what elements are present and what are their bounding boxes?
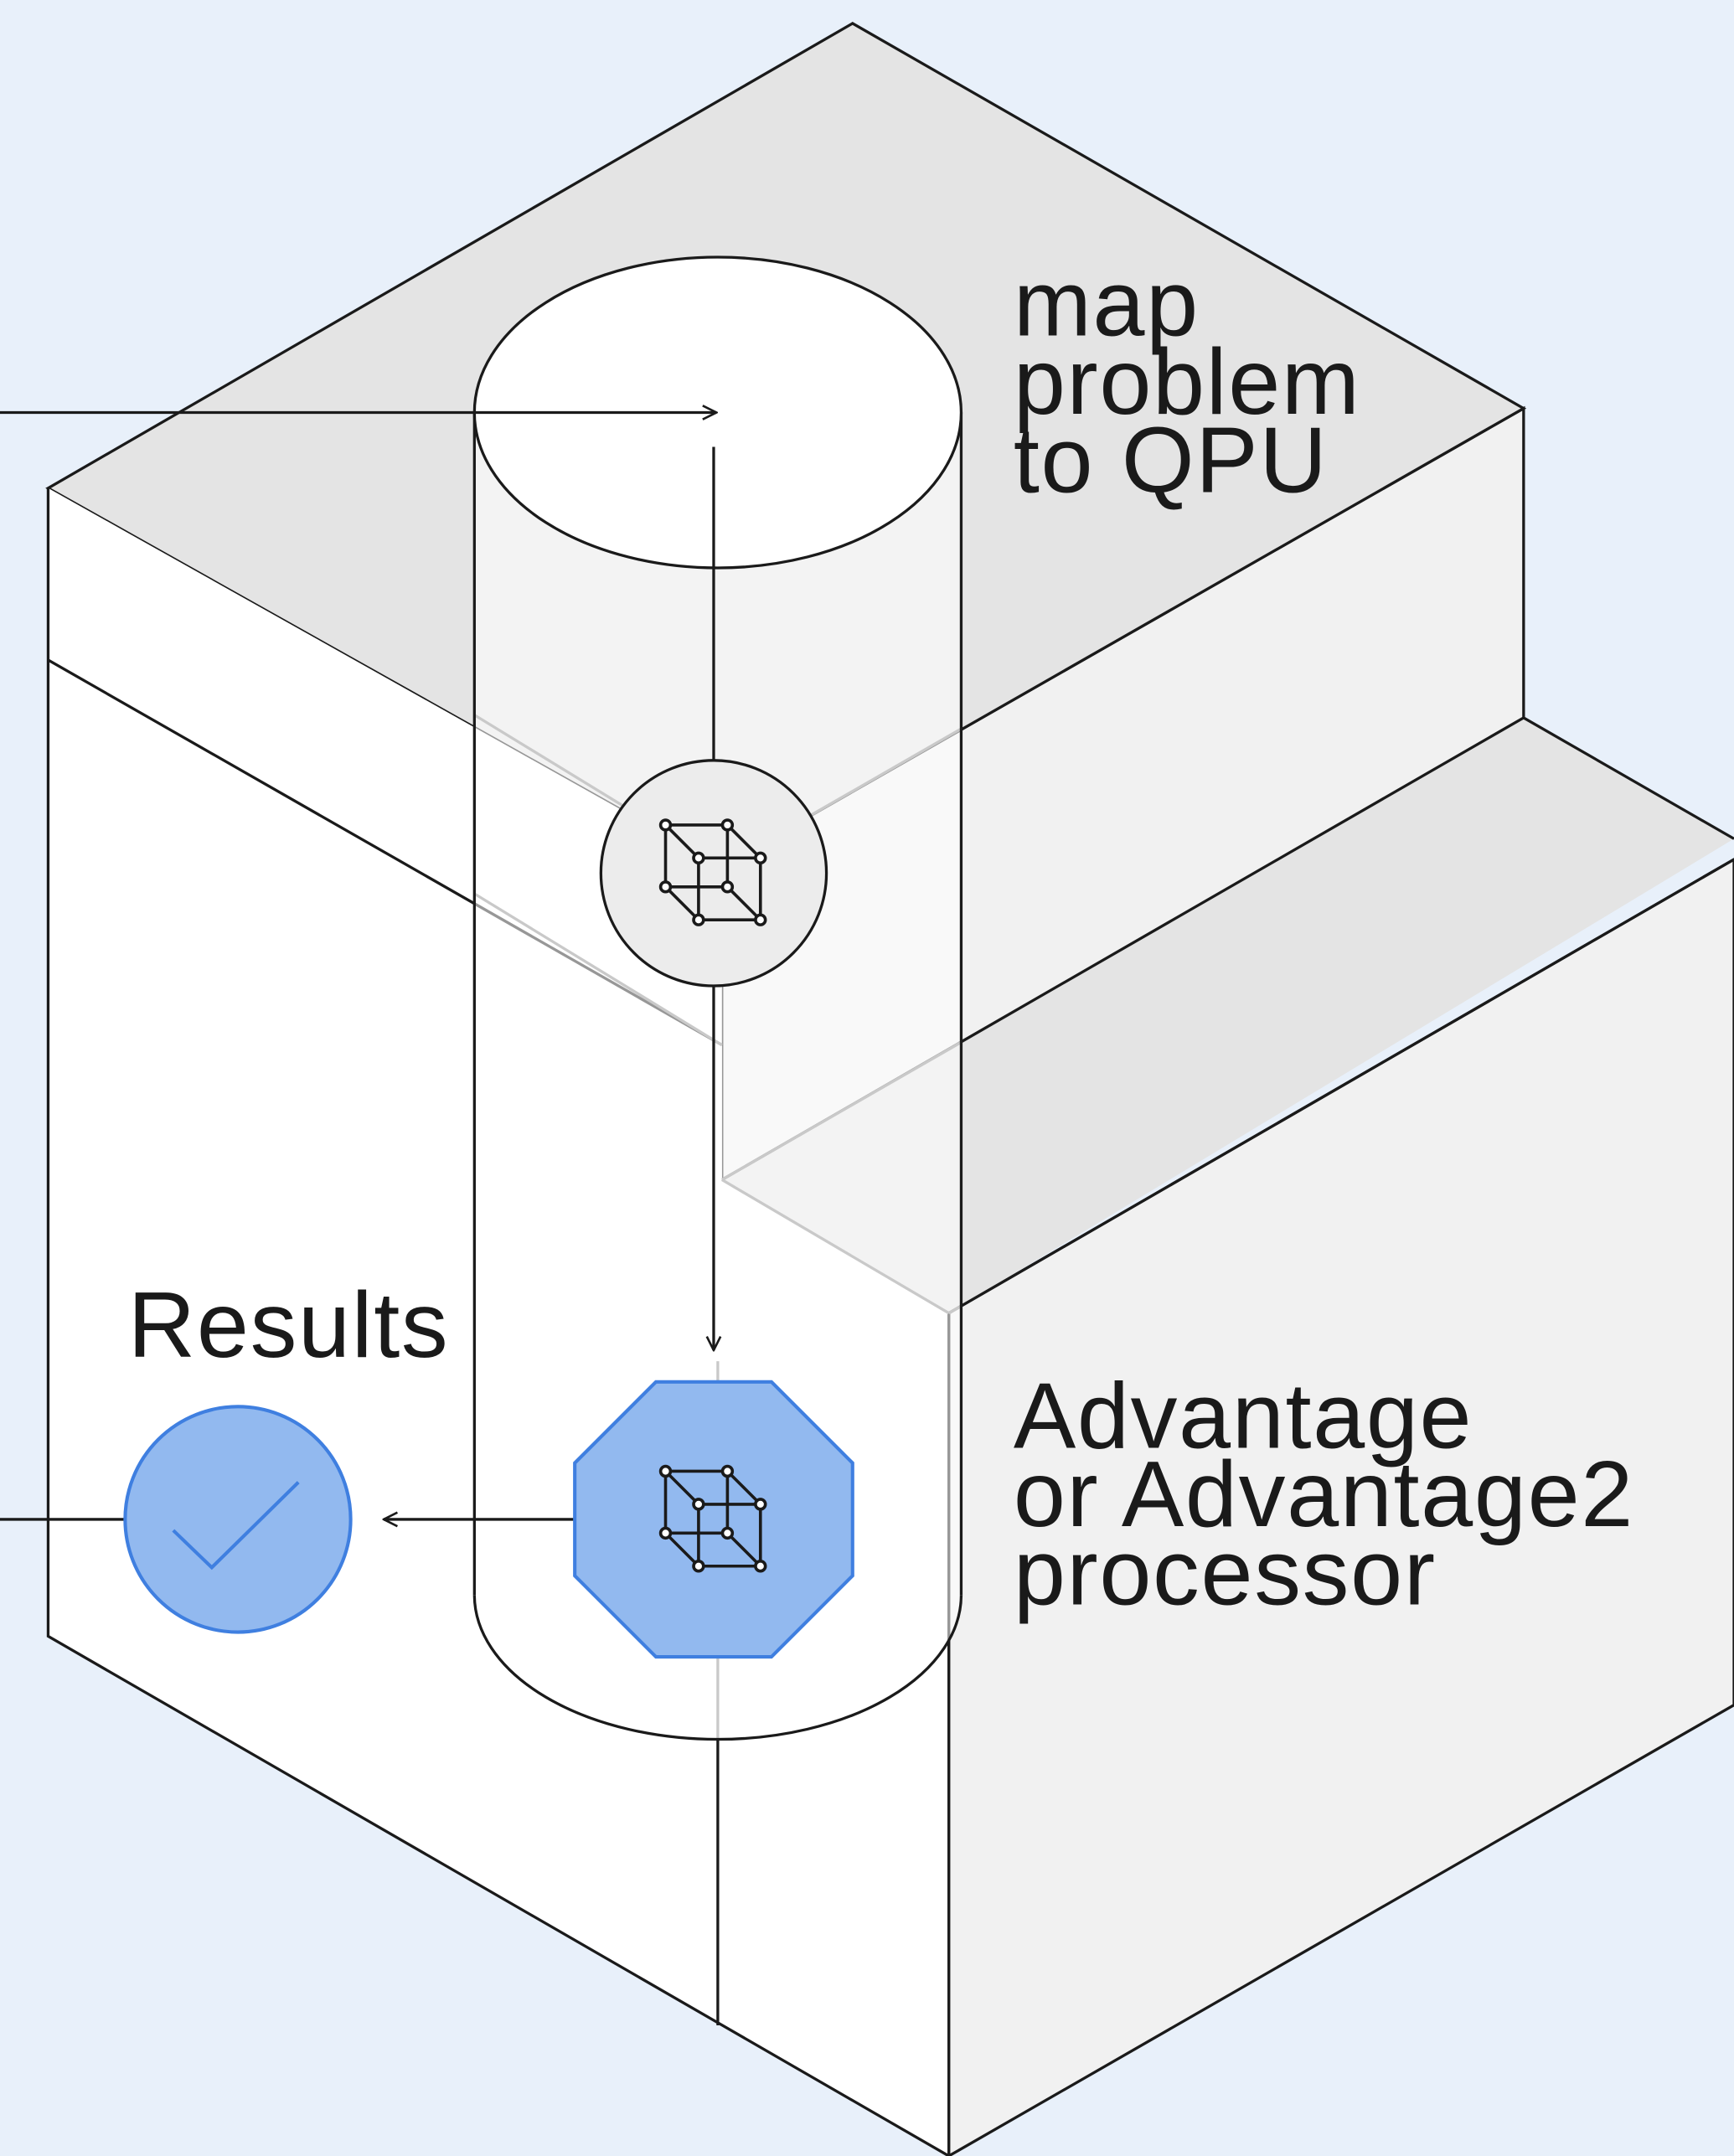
processor-label-line-2: or Advantage2: [1014, 1442, 1634, 1546]
cube-graph-icon: [658, 818, 767, 926]
processor-node: [573, 1380, 854, 1659]
octagon-cube-icon: [658, 1464, 767, 1573]
map-label-line-2: problem: [1014, 329, 1361, 434]
embedding-node: [599, 759, 828, 988]
cylinder: [472, 255, 963, 1741]
processor-label-line-1: Advantage: [1014, 1364, 1473, 1468]
map-label-line-3: to QPU: [1014, 408, 1329, 513]
map-label-line-1: map: [1014, 251, 1200, 356]
processor-label-line-3: processor: [1014, 1520, 1437, 1625]
check-circle-icon: [123, 1405, 353, 1634]
step-top-face: [721, 717, 1734, 1313]
results-label: Results: [128, 1272, 450, 1377]
flow-arrows: [0, 412, 716, 1519]
